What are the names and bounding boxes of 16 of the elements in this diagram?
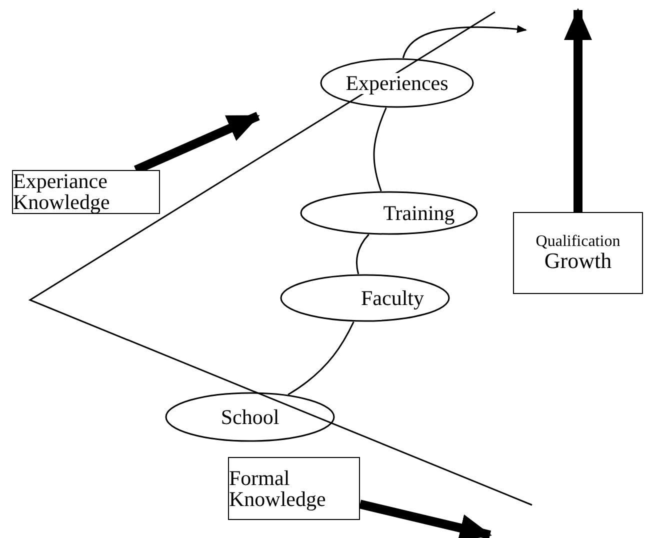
curve-arrow (402, 25, 527, 58)
node-label: Experiences (346, 72, 448, 94)
curve-line (288, 321, 354, 396)
thick-arrow (358, 500, 492, 538)
label-box (513, 212, 643, 294)
node-label: Faculty (361, 288, 424, 308)
stage-ellipse (165, 392, 335, 442)
curve-line (373, 107, 387, 192)
node-label: Qualification (536, 234, 620, 250)
thick-arrow (564, 8, 592, 212)
node-label: School (220, 406, 280, 428)
stage-ellipse (300, 191, 478, 235)
stage-ellipse (320, 58, 474, 108)
curve-line (356, 234, 370, 274)
label-box (228, 457, 360, 520)
stage-ellipse (280, 274, 450, 322)
